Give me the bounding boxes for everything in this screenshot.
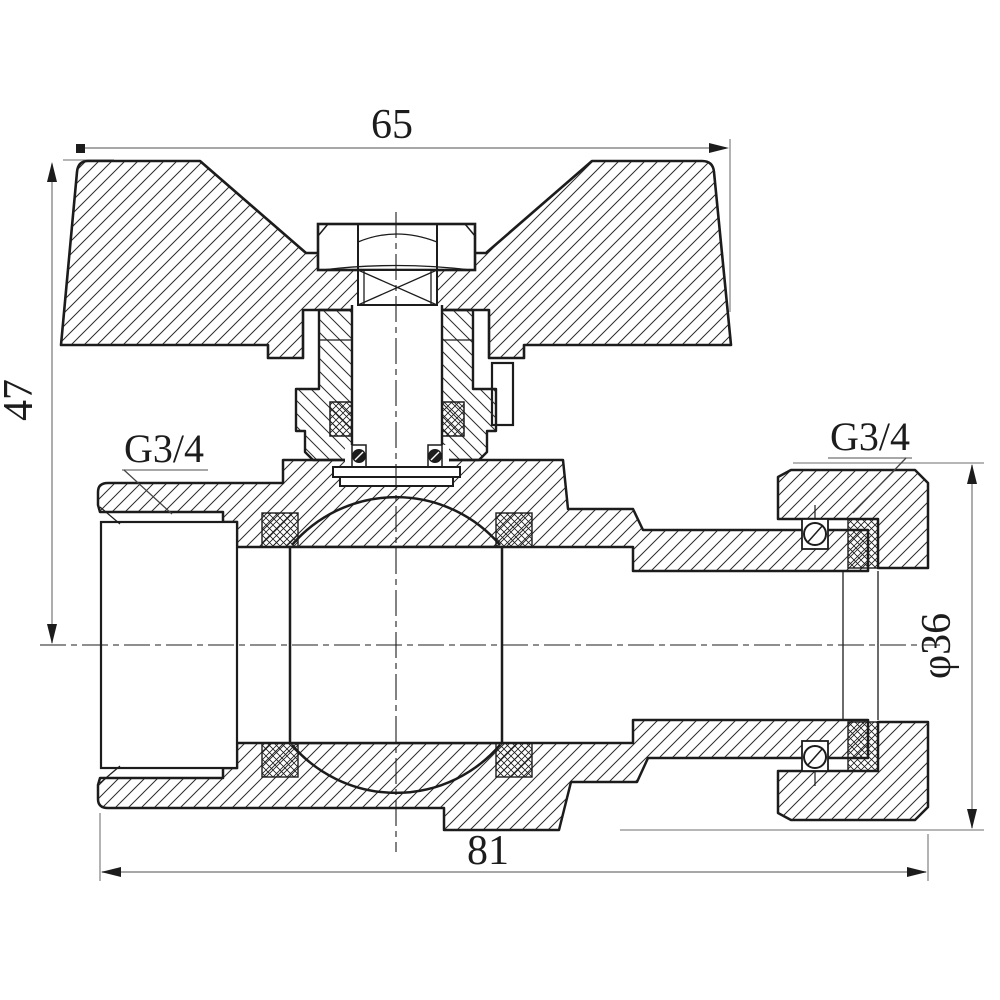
seat-lower-right	[495, 742, 533, 778]
label-left-thread: G3/4	[122, 426, 208, 515]
seat-lower-left	[261, 742, 299, 778]
dim-top-width: 65	[76, 102, 729, 153]
dim-arrow-left	[101, 867, 121, 877]
union-thread-upper	[847, 518, 879, 569]
left-port-thread-lines	[99, 506, 224, 784]
centerlines	[40, 212, 940, 852]
union-nut	[776, 468, 930, 822]
stem-packing-right	[441, 401, 465, 437]
dim-right-diameter-label: φ36	[914, 613, 960, 679]
dim-right-diameter: φ36	[914, 464, 977, 829]
union-oring-lower	[801, 740, 829, 786]
dim-left-height-label: 47	[0, 379, 42, 421]
stem-column	[352, 305, 442, 445]
dimensions: 65 47 81 φ36 G3/4	[0, 102, 977, 877]
seat-upper-left	[261, 512, 299, 548]
dim-top-width-label: 65	[371, 102, 413, 148]
left-thread-label: G3/4	[124, 426, 204, 471]
dim-arrow-right	[709, 143, 729, 153]
dim-arrow-up	[47, 162, 57, 182]
dim-bottom-width: 81	[101, 828, 927, 877]
dim-bottom-width-label: 81	[467, 828, 509, 874]
dim-left-height: 47	[0, 162, 57, 644]
stem-square-section	[357, 269, 438, 306]
dim-arrow-down	[47, 624, 57, 644]
extension-lines	[63, 139, 984, 881]
stem-packing-left	[329, 401, 353, 437]
dim-square-end	[76, 144, 85, 153]
dim-arrow-down	[967, 809, 977, 829]
label-right-thread: G3/4	[828, 414, 912, 514]
right-thread-label: G3/4	[830, 414, 910, 459]
union-thread-lower	[847, 721, 879, 772]
dim-arrow-right	[907, 867, 927, 877]
seat-upper-right	[495, 512, 533, 548]
dim-arrow-up	[967, 464, 977, 484]
union-oring-upper	[801, 505, 829, 550]
